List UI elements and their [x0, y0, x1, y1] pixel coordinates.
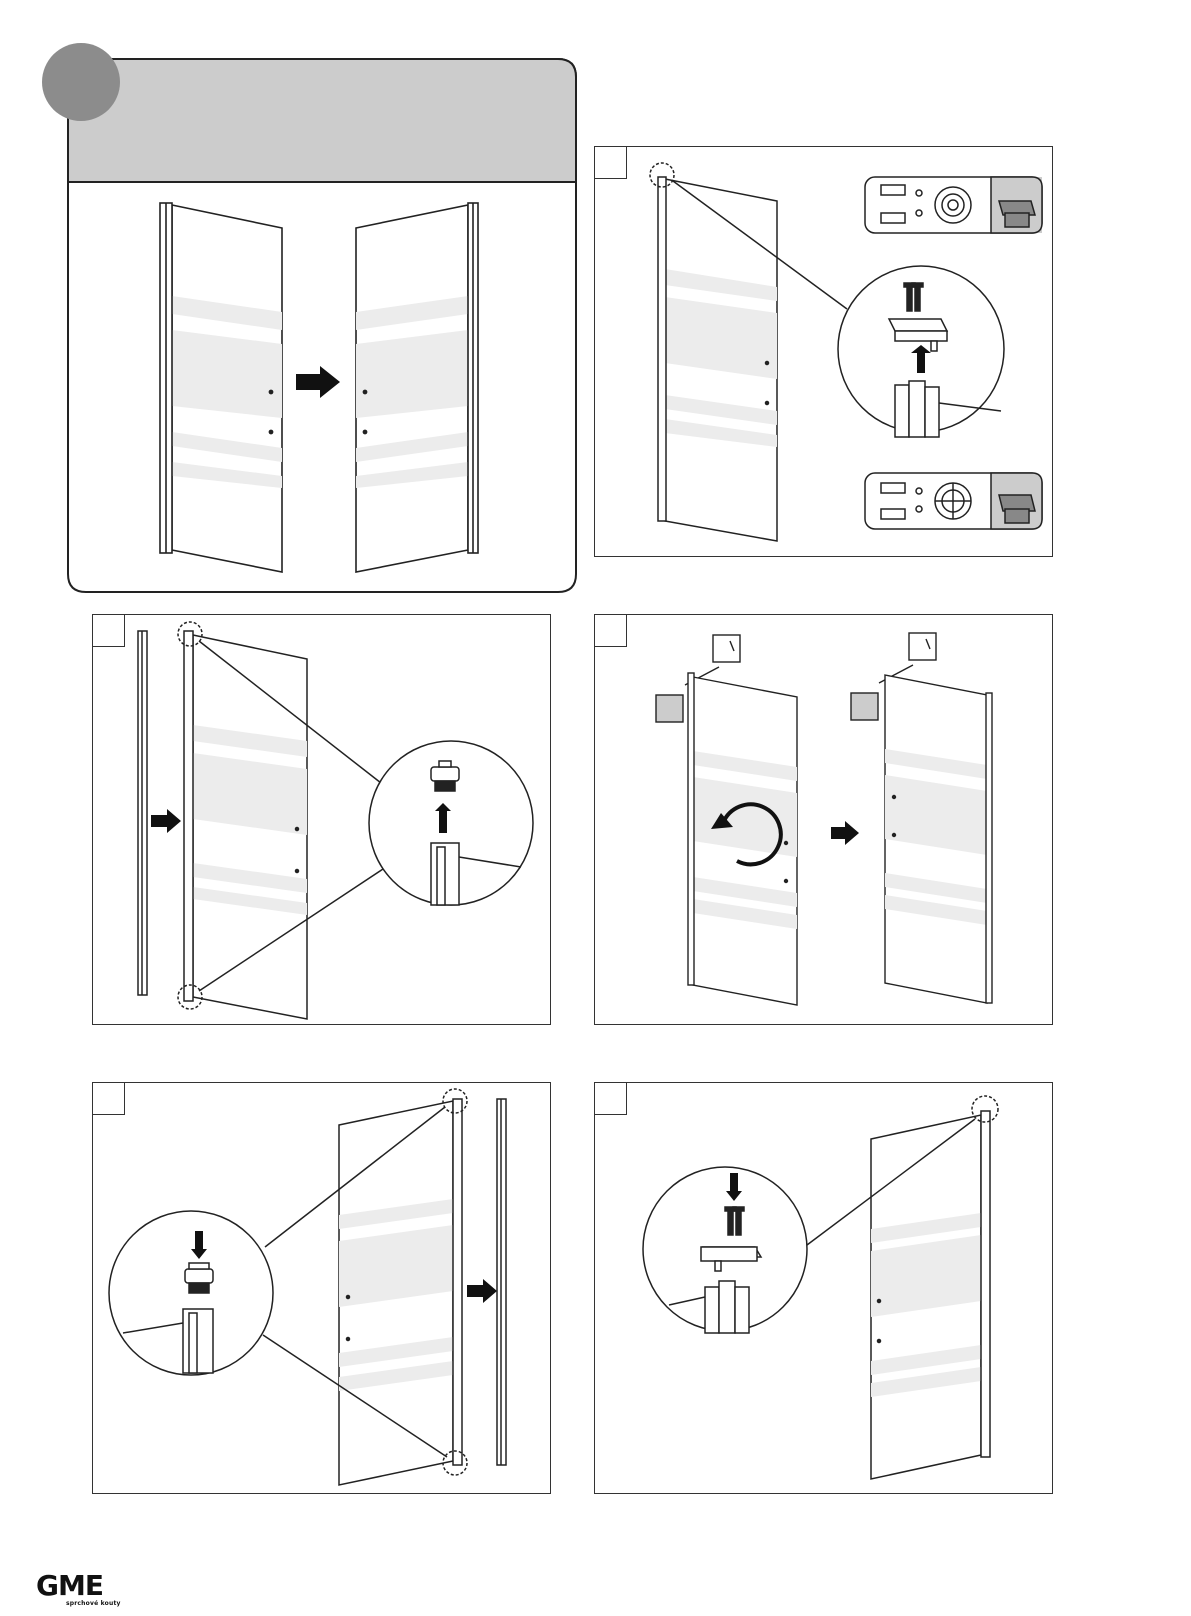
step-badge: [42, 43, 120, 121]
glass-panel-right: [356, 203, 478, 572]
step-panel-5: [594, 1082, 1053, 1494]
step-panel-1: [594, 146, 1053, 557]
direction-arrow-icon: [151, 809, 181, 833]
direction-arrow-icon: [831, 821, 859, 845]
step-panel-2: [92, 614, 551, 1025]
intro-illustration: [140, 195, 500, 585]
brand-logo: GME: [36, 1572, 103, 1600]
glass-panel-left: [160, 203, 282, 572]
end-cap-icon: [185, 1263, 213, 1293]
direction-arrow-icon: [467, 1279, 497, 1303]
step-panel-3: [594, 614, 1053, 1025]
brand-tagline: sprchové kouty: [66, 1600, 121, 1607]
step-panel-4: [92, 1082, 551, 1494]
direction-arrow-icon: [296, 366, 340, 398]
